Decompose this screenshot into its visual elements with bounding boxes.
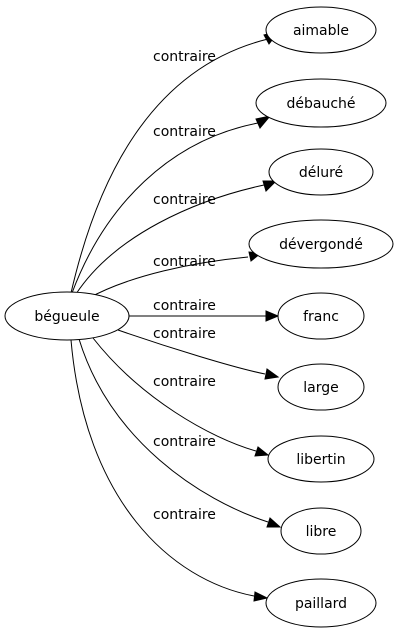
arrowhead-libertin — [254, 446, 270, 457]
target-node-shape — [265, 578, 377, 628]
edge-label-libre: contraire — [153, 434, 216, 450]
source-node-shape — [4, 291, 130, 341]
target-node-shape — [280, 507, 362, 555]
edge-aimable — [70, 38, 269, 294]
arrowhead-debauche — [255, 115, 272, 129]
target-node-devergonde: dévergondé — [248, 219, 394, 269]
edge-label-debauche: contraire — [153, 124, 216, 140]
arrowhead-libre — [266, 517, 282, 528]
edge-delure — [75, 184, 265, 295]
target-node-shape — [255, 78, 387, 128]
edge-libre — [78, 338, 269, 523]
edge-label-large: contraire — [153, 326, 216, 342]
source-node-label: bégueule — [34, 309, 99, 325]
target-node-label: débauché — [286, 96, 355, 112]
edge-paillard — [70, 339, 255, 597]
edge-label-libertin: contraire — [153, 374, 216, 390]
arrowhead-delure — [262, 180, 278, 192]
target-node-label: franc — [303, 309, 339, 325]
target-node-label: libre — [306, 524, 337, 540]
edge-label-paillard: contraire — [153, 507, 216, 523]
target-node-shape — [277, 363, 365, 411]
target-node-label: aimable — [293, 23, 349, 39]
target-node-label: dévergondé — [279, 237, 363, 253]
edges — [70, 30, 282, 602]
edge-label-delure: contraire — [153, 192, 216, 208]
target-node-delure: déluré — [268, 148, 374, 196]
target-node-shape — [248, 219, 394, 269]
target-node-large: large — [277, 363, 365, 411]
target-node-shape — [268, 148, 374, 196]
target-nodes: aimable débauché déluré dévergondé franc… — [248, 6, 394, 628]
edge-large — [117, 329, 266, 375]
edge-label-aimable: contraire — [153, 49, 216, 65]
target-node-shape — [265, 6, 377, 54]
arrowhead-franc — [265, 310, 280, 322]
edge-debauche — [71, 122, 259, 294]
target-node-label: large — [303, 380, 338, 396]
arrowhead-large — [264, 368, 280, 380]
edge-label-devergonde: contraire — [153, 254, 216, 270]
target-node-label: paillard — [295, 596, 347, 612]
target-node-shape — [267, 435, 375, 483]
target-node-label: libertin — [296, 452, 345, 468]
target-node-label: déluré — [299, 165, 343, 181]
target-node-franc: franc — [277, 292, 365, 340]
edge-devergonde — [86, 256, 249, 300]
edge-labels: contraire contraire contraire contraire … — [153, 49, 216, 523]
arrowhead-paillard — [253, 591, 269, 602]
edge-label-franc: contraire — [153, 298, 216, 314]
target-node-paillard: paillard — [265, 578, 377, 628]
edge-libertin — [92, 337, 257, 452]
target-node-libertin: libertin — [267, 435, 375, 483]
source-node: bégueule — [4, 291, 130, 341]
target-node-aimable: aimable — [265, 6, 377, 54]
target-node-debauche: débauché — [255, 78, 387, 128]
target-node-shape — [277, 292, 365, 340]
target-node-libre: libre — [280, 507, 362, 555]
